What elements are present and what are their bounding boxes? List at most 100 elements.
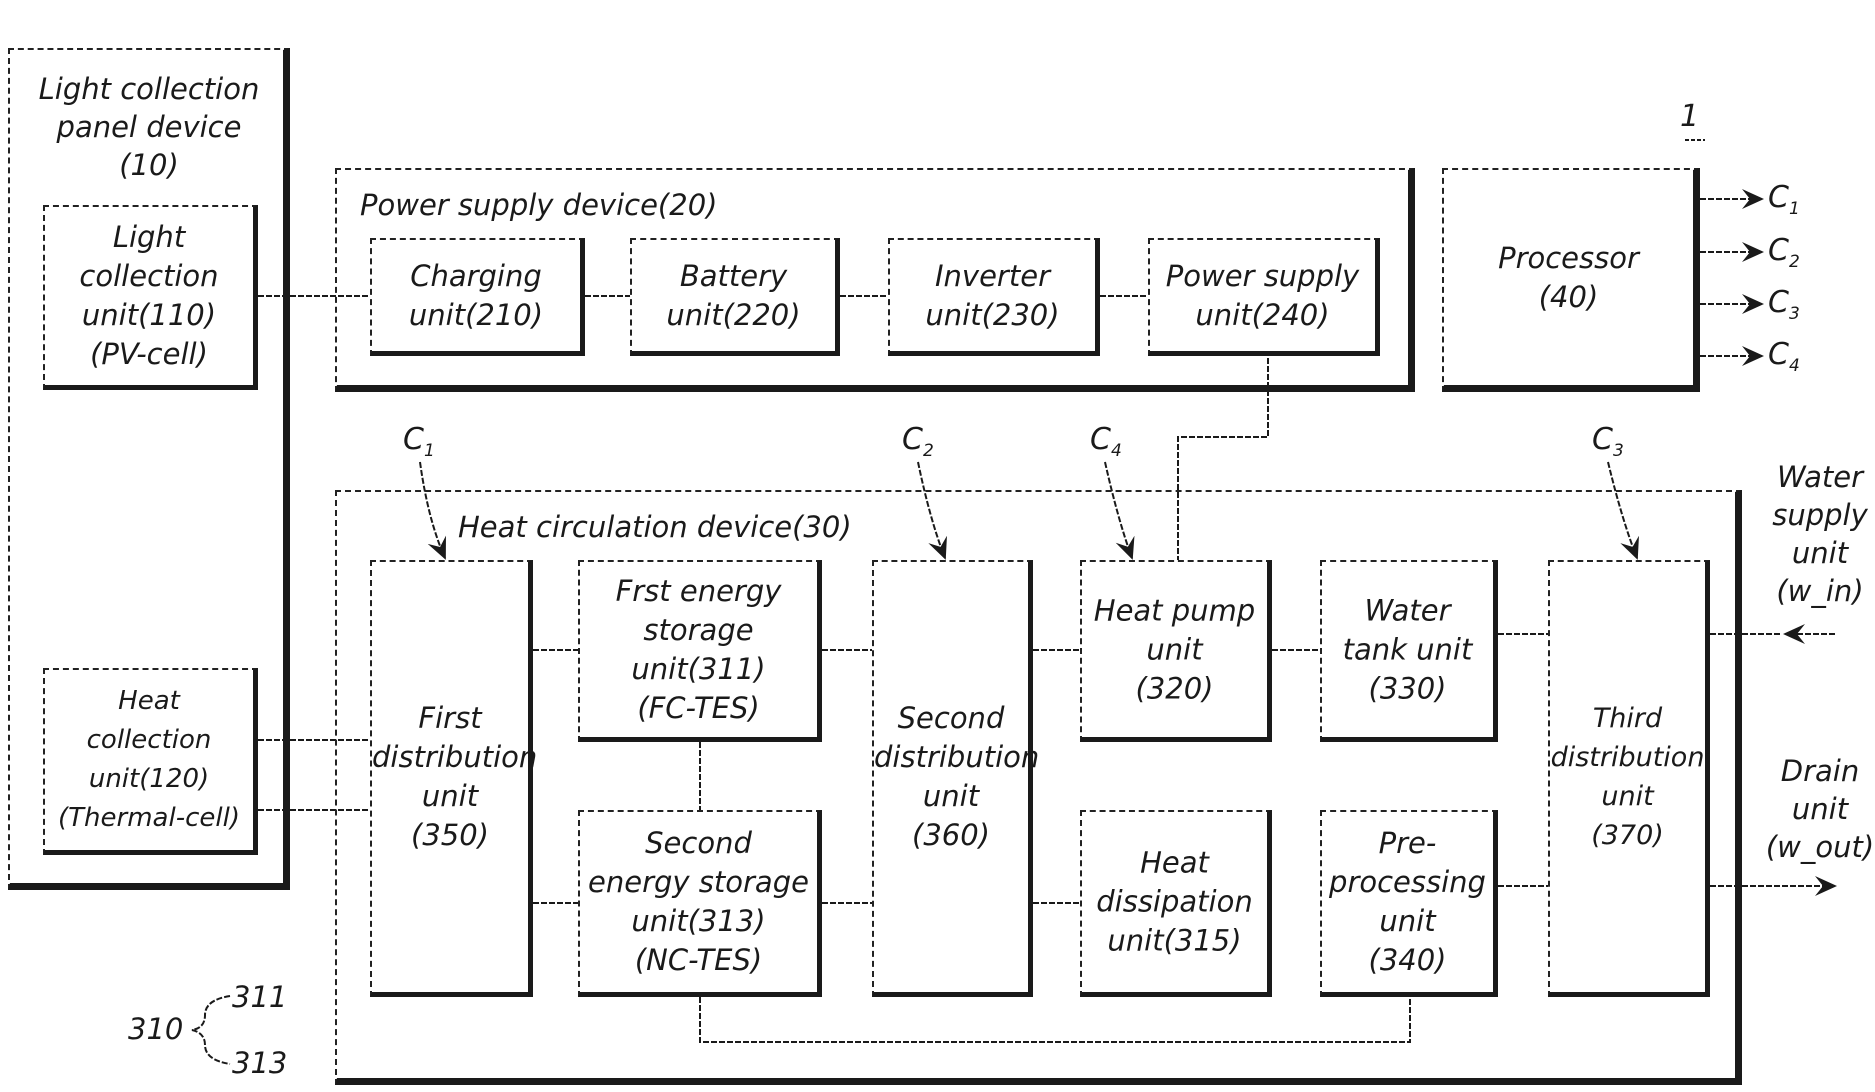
drain-unit-label: Drain unit (w_out) bbox=[1765, 752, 1875, 866]
sig-sub: 4 bbox=[1111, 441, 1122, 461]
heat-pump-unit[interactable]: Heat pump unit (320) bbox=[1080, 560, 1272, 742]
legend-brace bbox=[192, 996, 230, 1064]
label-line: (340) bbox=[1322, 941, 1493, 980]
power-supply-title: Power supply device(20) bbox=[360, 186, 717, 224]
label-line: distribution bbox=[1550, 738, 1705, 777]
sig-base: C bbox=[1768, 285, 1789, 320]
label-line: collection bbox=[45, 257, 253, 296]
light-panel-title-line: Light collection bbox=[8, 70, 290, 108]
second-distribution-label: Second distribution unit (360) bbox=[874, 699, 1028, 855]
legend-member-313: 313 bbox=[232, 1044, 287, 1082]
label-line: (PV-cell) bbox=[45, 335, 253, 374]
sig-base: C bbox=[403, 422, 424, 457]
battery-unit[interactable]: Battery unit(220) bbox=[630, 238, 840, 356]
label-line: distribution bbox=[874, 738, 1028, 777]
heat-pump-label: Heat pump unit (320) bbox=[1082, 591, 1267, 708]
sig-sub: 1 bbox=[1789, 199, 1800, 219]
processor[interactable]: Processor (40) bbox=[1442, 168, 1700, 392]
label-line: (350) bbox=[372, 816, 528, 855]
label-line: unit(110) bbox=[45, 296, 253, 335]
label-line: (Thermal-cell) bbox=[45, 799, 253, 838]
processor-output-c2-label: C2 bbox=[1768, 233, 1800, 272]
sig-sub: 3 bbox=[1789, 304, 1800, 324]
second-distribution-unit[interactable]: Second distribution unit (360) bbox=[872, 560, 1033, 997]
heat-dissipation-unit[interactable]: Heat dissipation unit(315) bbox=[1080, 810, 1272, 997]
legend-member-311: 311 bbox=[232, 978, 287, 1016]
label-line: Processor bbox=[1444, 239, 1693, 278]
processor-output-c1-label: C1 bbox=[1768, 180, 1800, 219]
label-line: Pre- bbox=[1322, 824, 1493, 863]
first-distribution-label: First distribution unit (350) bbox=[372, 699, 528, 855]
second-energy-storage-label: Second energy storage unit(313) (NC-TES) bbox=[580, 824, 817, 980]
label-line: (360) bbox=[874, 816, 1028, 855]
preprocessing-label: Pre- processing unit (340) bbox=[1322, 824, 1493, 980]
label-line: unit(240) bbox=[1150, 296, 1375, 335]
label-line: unit bbox=[1765, 534, 1875, 572]
figure-reference-number: 1 bbox=[1680, 98, 1699, 136]
sig-base: C bbox=[1768, 337, 1789, 372]
label-line: Second bbox=[874, 699, 1028, 738]
label-line: distribution bbox=[372, 738, 528, 777]
light-panel-title-line: (10) bbox=[8, 146, 290, 184]
light-panel-title: Light collection panel device (10) bbox=[8, 70, 290, 184]
sig-sub: 4 bbox=[1789, 356, 1800, 376]
label-line: unit(230) bbox=[890, 296, 1095, 335]
heat-collection-unit[interactable]: Heat collection unit(120) (Thermal-cell) bbox=[43, 668, 258, 855]
legend-group-number: 310 bbox=[128, 1010, 183, 1048]
label-line: (320) bbox=[1082, 669, 1267, 708]
battery-unit-label: Battery unit(220) bbox=[632, 257, 835, 335]
label-line: Heat pump bbox=[1082, 591, 1267, 630]
label-line: unit(220) bbox=[632, 296, 835, 335]
sig-sub: 2 bbox=[923, 441, 934, 461]
label-line: unit bbox=[1550, 777, 1705, 816]
label-line: (FC-TES) bbox=[580, 689, 817, 728]
power-supply-unit[interactable]: Power supply unit(240) bbox=[1148, 238, 1380, 356]
label-line: unit bbox=[372, 777, 528, 816]
charging-unit-label: Charging unit(210) bbox=[372, 257, 580, 335]
light-collection-unit[interactable]: Light collection unit(110) (PV-cell) bbox=[43, 205, 258, 390]
label-line: Battery bbox=[632, 257, 835, 296]
heat-circulation-title: Heat circulation device(30) bbox=[458, 508, 852, 546]
water-tank-unit[interactable]: Water tank unit (330) bbox=[1320, 560, 1498, 742]
control-c2-label: C2 bbox=[902, 422, 934, 461]
label-line: Third bbox=[1550, 699, 1705, 738]
inverter-unit[interactable]: Inverter unit(230) bbox=[888, 238, 1100, 356]
heat-collection-unit-label: Heat collection unit(120) (Thermal-cell) bbox=[45, 682, 253, 838]
third-distribution-unit[interactable]: Third distribution unit (370) bbox=[1548, 560, 1710, 997]
label-line: unit bbox=[1322, 902, 1493, 941]
label-line: (w_in) bbox=[1765, 572, 1875, 610]
charging-unit[interactable]: Charging unit(210) bbox=[370, 238, 585, 356]
sig-base: C bbox=[1768, 180, 1789, 215]
label-line: unit bbox=[1082, 630, 1267, 669]
label-line: Inverter bbox=[890, 257, 1095, 296]
preprocessing-unit[interactable]: Pre- processing unit (340) bbox=[1320, 810, 1498, 997]
third-distribution-label: Third distribution unit (370) bbox=[1550, 699, 1705, 855]
sig-base: C bbox=[1592, 422, 1613, 457]
label-line: unit bbox=[874, 777, 1028, 816]
label-line: storage bbox=[580, 611, 817, 650]
label-line: (370) bbox=[1550, 816, 1705, 855]
first-energy-storage-label: Frst energy storage unit(311) (FC-TES) bbox=[580, 572, 817, 728]
processor-output-c4-label: C4 bbox=[1768, 337, 1800, 376]
label-line: Light bbox=[45, 218, 253, 257]
label-line: unit(210) bbox=[372, 296, 580, 335]
sig-base: C bbox=[902, 422, 923, 457]
label-line: tank unit bbox=[1322, 630, 1493, 669]
label-line: Heat bbox=[45, 682, 253, 721]
label-line: First bbox=[372, 699, 528, 738]
control-c3-label: C3 bbox=[1592, 422, 1624, 461]
first-energy-storage-unit[interactable]: Frst energy storage unit(311) (FC-TES) bbox=[578, 560, 822, 742]
control-c4-label: C4 bbox=[1090, 422, 1122, 461]
water-tank-label: Water tank unit (330) bbox=[1322, 591, 1493, 708]
first-distribution-unit[interactable]: First distribution unit (350) bbox=[370, 560, 533, 997]
label-line: Water bbox=[1765, 458, 1875, 496]
processor-output-c3-label: C3 bbox=[1768, 285, 1800, 324]
second-energy-storage-unit[interactable]: Second energy storage unit(313) (NC-TES) bbox=[578, 810, 822, 997]
heat-dissipation-label: Heat dissipation unit(315) bbox=[1082, 844, 1267, 961]
label-line: unit bbox=[1765, 790, 1875, 828]
sig-base: C bbox=[1090, 422, 1111, 457]
label-line: supply bbox=[1765, 496, 1875, 534]
sig-sub: 2 bbox=[1789, 252, 1800, 272]
water-supply-unit-label: Water supply unit (w_in) bbox=[1765, 458, 1875, 610]
light-collection-unit-label: Light collection unit(110) (PV-cell) bbox=[45, 218, 253, 374]
